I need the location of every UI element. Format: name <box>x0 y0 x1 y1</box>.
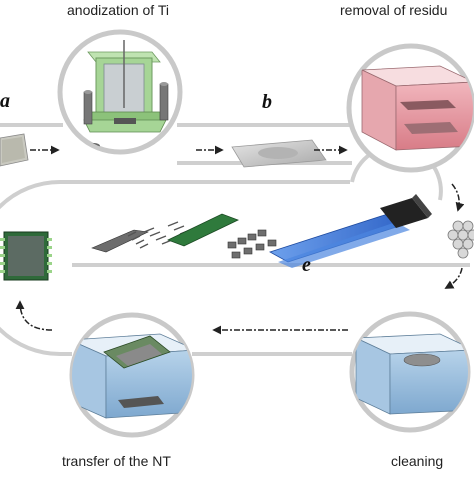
arrow-nt-to-cleaning <box>444 267 463 289</box>
transfer-bath <box>69 312 195 438</box>
cleaning-bath <box>349 311 471 433</box>
device-layer-stack <box>91 213 277 259</box>
label-cleaning: cleaning <box>391 453 444 469</box>
nt-film-device <box>0 231 52 281</box>
step-letter-e: e <box>302 254 311 276</box>
label-removal: removal of residu <box>340 2 448 18</box>
process-track <box>0 123 470 356</box>
etching-bath <box>346 43 474 173</box>
process-arrows <box>15 145 465 335</box>
step-letter-a: a <box>0 90 10 112</box>
arrow-removal-to-nt <box>451 183 465 212</box>
nanotube-array <box>447 220 474 259</box>
anodization-cell <box>57 29 183 155</box>
label-anodization: anodization of Ti <box>67 2 169 18</box>
arrow-transfer-to-device <box>15 300 53 331</box>
anodized-sheet <box>231 139 327 168</box>
flexible-electrode <box>269 194 432 268</box>
ti-sheet <box>0 133 29 167</box>
label-transfer: transfer of the NT <box>62 453 171 469</box>
step-letter-b: b <box>262 91 272 113</box>
